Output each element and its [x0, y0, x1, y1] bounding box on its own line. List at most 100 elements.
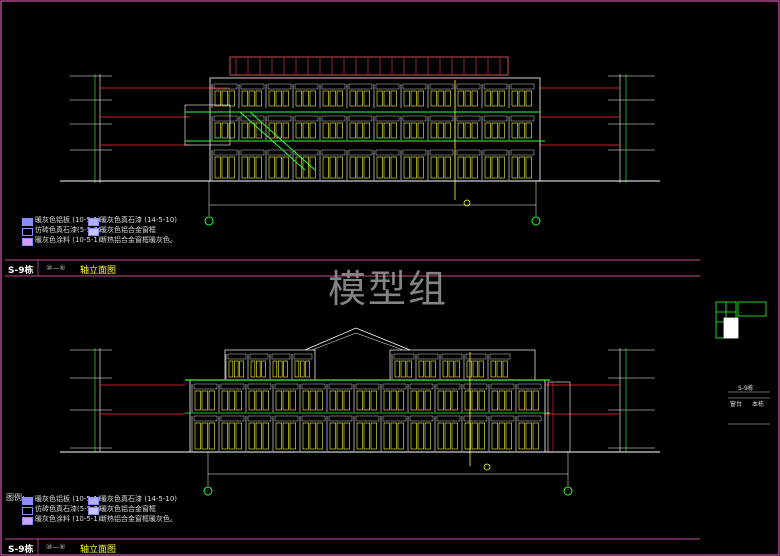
spandrel: [490, 415, 515, 422]
spandrel: [417, 353, 439, 360]
window-pane: [322, 122, 329, 139]
window-pane: [363, 422, 370, 450]
window-pane: [403, 156, 410, 179]
drawing-axis-2: ⑩—⑥: [46, 543, 66, 551]
window-pane: [302, 122, 309, 139]
window-pane: [502, 360, 508, 378]
window-pane: [491, 422, 498, 450]
window-pane: [417, 122, 424, 139]
window-pane: [343, 390, 350, 411]
window-pane: [491, 390, 498, 411]
window-pane: [444, 156, 451, 179]
legend-text: 暖灰色涂料 (10-5-1): [35, 236, 101, 244]
window-pane: [363, 390, 370, 411]
window-pane: [525, 122, 532, 139]
window-pane: [322, 156, 329, 179]
window-pane: [201, 422, 208, 450]
window-pane: [430, 156, 437, 179]
window-pane: [464, 122, 471, 139]
window-pane: [268, 122, 275, 139]
window-pane: [390, 90, 397, 107]
window-pane: [309, 422, 316, 450]
window-pane: [255, 422, 262, 450]
key-plan: [715, 301, 767, 339]
roof-parapet-1: [229, 56, 509, 76]
window-pane: [448, 360, 454, 378]
window-pane: [376, 122, 383, 139]
window-pane: [329, 422, 336, 450]
window-pane: [430, 122, 437, 139]
window-pane: [294, 360, 300, 378]
window-pane: [228, 390, 235, 411]
level-markers-right-1: [608, 74, 655, 183]
legend-swatch: [22, 218, 33, 226]
window-pane: [518, 90, 525, 107]
spandrel: [510, 115, 535, 122]
roof-posts-1: [235, 58, 501, 75]
spandrel: [193, 415, 218, 422]
level-markers-right-2: [608, 348, 655, 452]
window-pane: [363, 122, 370, 139]
window-pane: [424, 390, 431, 411]
window-pane: [472, 360, 478, 378]
window-pane: [383, 122, 390, 139]
window-pane: [221, 90, 228, 107]
spandrel: [510, 149, 535, 156]
elevation-2: [5, 327, 700, 556]
spandrel: [247, 415, 272, 422]
key-plan-table: [728, 391, 770, 425]
window-pane: [262, 422, 269, 450]
window-pane: [484, 156, 491, 179]
window-pane: [417, 422, 424, 450]
window-pane: [349, 156, 356, 179]
spandrel: [483, 149, 508, 156]
window-pane: [289, 422, 296, 450]
window-pane: [228, 360, 234, 378]
window-pane: [491, 156, 498, 179]
spandrel: [465, 353, 487, 360]
spandrel: [483, 115, 508, 122]
window-pane: [194, 390, 201, 411]
annex-2: [547, 381, 571, 453]
window-pane: [221, 390, 228, 411]
window-pane: [430, 90, 437, 107]
legend-text: 断热铝合金窗框暖灰色。: [100, 515, 177, 523]
window-pane: [221, 156, 228, 179]
window-pane: [471, 390, 478, 411]
window-pane: [239, 360, 244, 378]
window-pane: [268, 156, 275, 179]
window-pane: [349, 122, 356, 139]
window-pane: [410, 390, 417, 411]
window-pane: [484, 122, 491, 139]
window-pane: [255, 156, 262, 179]
window-pane: [370, 422, 377, 450]
spandrel: [436, 415, 461, 422]
grid-axes-2: [207, 452, 569, 486]
spandrel: [247, 383, 272, 390]
spandrel: [456, 83, 481, 90]
window-pane: [410, 156, 417, 179]
grid-bubble-left-1: [204, 216, 214, 226]
drawing-name-2: 轴立面图: [80, 545, 117, 555]
building-body-1: [209, 77, 541, 182]
spandrel: [193, 383, 218, 390]
window-pane: [444, 422, 451, 450]
window-pane: [228, 122, 235, 139]
window-pane: [376, 156, 383, 179]
spandrel: [402, 149, 427, 156]
window-pane: [471, 122, 478, 139]
window-pane: [532, 390, 539, 411]
window-pane: [390, 390, 397, 411]
window-pane: [255, 390, 262, 411]
window-pane: [525, 90, 532, 107]
spandrel: [274, 415, 299, 422]
window-pane: [309, 122, 316, 139]
spandrel: [249, 353, 269, 360]
window-pane: [437, 390, 444, 411]
facade-floors-2: [191, 353, 542, 451]
window-pane: [208, 422, 215, 450]
window-pane: [390, 156, 397, 179]
window-pane: [278, 360, 283, 378]
spandrel: [213, 149, 238, 156]
